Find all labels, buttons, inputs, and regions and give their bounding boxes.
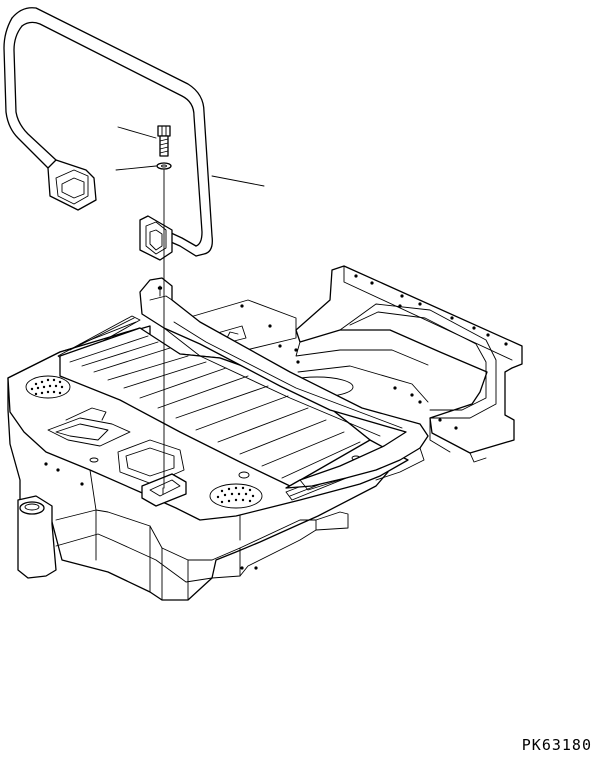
drawing-reference-code: PK63180: [521, 736, 592, 754]
floor-frame-icon: [7, 265, 523, 601]
handrail-icon: [3, 7, 213, 261]
leader-line-handrail: [211, 175, 265, 187]
washer-icon: [156, 162, 172, 170]
leader-line-bolt: [117, 126, 157, 139]
leader-line-washer: [115, 165, 157, 171]
bolt-icon: [157, 125, 171, 157]
